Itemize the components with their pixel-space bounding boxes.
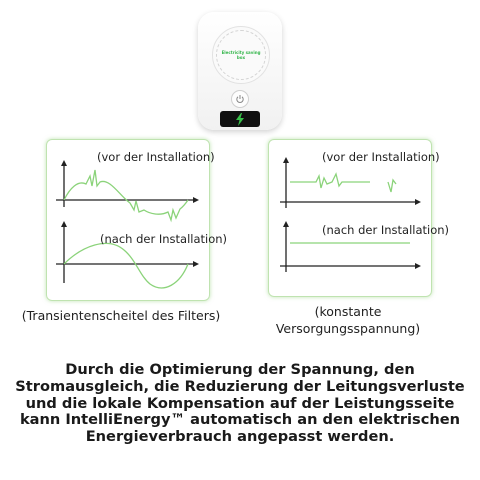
power-button [231, 90, 249, 108]
device-dial-label: Electricity saving box [221, 50, 261, 60]
left-top-x-arrow [193, 197, 199, 203]
left-label-before: (vor der Installation) [97, 150, 215, 164]
left-label-after: (nach der Installation) [100, 232, 228, 246]
device-dial: Electricity saving box [212, 26, 270, 84]
description-text: Durch die Optimierung der Spannung, den … [15, 361, 465, 446]
dial-ring [216, 30, 266, 80]
left-bottom-x-arrow [193, 261, 199, 267]
left-bottom-waveform [63, 242, 189, 289]
device-display [220, 111, 260, 127]
power-icon [236, 95, 244, 103]
left-waveform-panel [46, 139, 210, 301]
right-top-waveform-spike [387, 178, 397, 193]
right-top-x-arrow [415, 199, 421, 205]
right-waveform-panel [268, 139, 432, 297]
right-label-before: (vor der Installation) [322, 150, 440, 164]
left-caption: (Transientenscheitel des Filters) [21, 308, 221, 323]
left-top-waveform [63, 169, 189, 223]
left-top-y-arrow [61, 160, 67, 166]
energy-saver-device: Electricity saving box [198, 12, 282, 130]
right-bottom-x-arrow [415, 263, 421, 269]
lightning-bolt-icon [236, 112, 244, 126]
right-bottom-y-arrow [283, 221, 289, 227]
right-top-waveform [290, 172, 370, 189]
right-caption: (konstante Versorgungsspannung) [275, 304, 421, 336]
left-bottom-y-arrow [61, 221, 67, 227]
right-top-y-arrow [283, 157, 289, 163]
right-label-after: (nach der Installation) [322, 223, 450, 237]
